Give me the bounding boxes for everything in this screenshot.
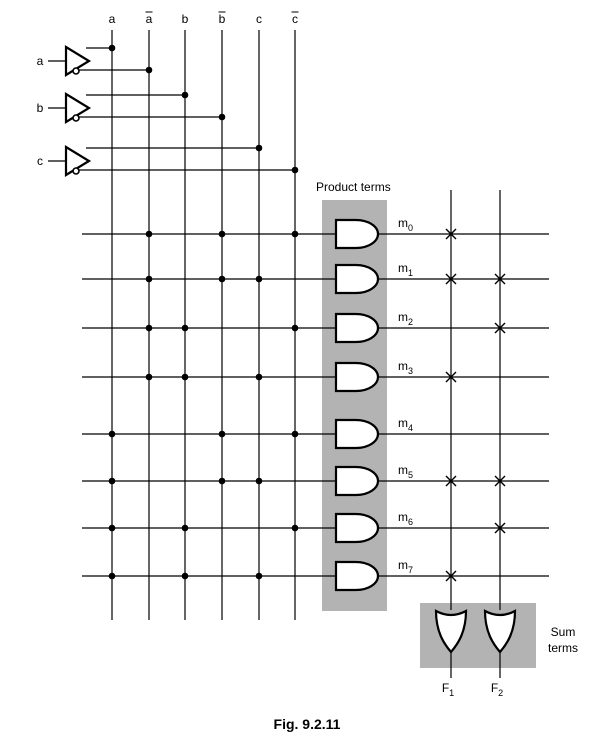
sum-terms-label-line2: terms [548,641,578,655]
and-connection-dot [218,275,226,283]
minterm-label-5: m5 [398,463,413,480]
or-gate-2 [483,609,517,654]
or-connection-cross-f2 [494,273,506,285]
and-connection-dot [291,524,299,532]
column-label-5: c [292,12,298,26]
and-connection-dot [145,275,153,283]
column-label-3: b [219,12,226,26]
sum-terms-label-line1: Sum [551,625,576,639]
or-gate-1 [434,609,468,654]
minterm-label-0: m0 [398,216,413,233]
or-connection-cross-f2 [494,475,506,487]
minterm-label-4: m4 [398,416,413,433]
and-gate-0 [334,218,380,250]
input-label-b: b [37,101,44,115]
and-connection-dot [108,524,116,532]
figure-caption: Fig. 9.2.11 [274,716,341,732]
and-connection-dot [255,275,263,283]
and-connection-dot [218,230,226,238]
and-connection-dot [181,524,189,532]
and-gate-4 [334,418,380,450]
inverter-bubble-c [72,167,80,175]
and-connection-dot [108,430,116,438]
and-connection-dot [291,324,299,332]
and-gate-6 [334,512,380,544]
and-connection-dot [255,477,263,485]
column-label-1: a [146,12,153,26]
inverter-bubble-a [72,67,80,75]
inverter-bubble-b [72,114,80,122]
or-connection-cross-f2 [494,522,506,534]
and-connection-dot [255,373,263,381]
input-label-a: a [37,54,44,68]
and-connection-dot [218,477,226,485]
and-gate-3 [334,361,380,393]
and-connection-dot [218,430,226,438]
and-connection-dot [291,430,299,438]
and-connection-dot [181,324,189,332]
column-label-2: b [182,12,189,26]
and-connection-dot [181,572,189,580]
and-gate-5 [334,465,380,497]
and-connection-dot [145,373,153,381]
input-label-c: c [37,154,43,168]
minterm-label-2: m2 [398,310,413,327]
minterm-label-1: m1 [398,261,413,278]
and-gate-1 [334,263,380,295]
product-terms-shade [322,200,387,611]
product-terms-label: Product terms [316,180,391,194]
and-connection-dot [291,230,299,238]
or-connection-cross-f1 [445,570,457,582]
output-label-2: F2 [491,681,503,698]
minterm-label-3: m3 [398,359,413,376]
minterm-label-7: m7 [398,558,413,575]
and-connection-dot [145,324,153,332]
or-connection-cross-f2 [494,322,506,334]
and-gate-7 [334,560,380,592]
output-label-1: F1 [442,681,454,698]
and-connection-dot [181,373,189,381]
column-label-4: c [256,12,262,26]
or-gates: F1 F2 [434,609,517,698]
or-connection-cross-f1 [445,228,457,240]
and-connection-dot [108,477,116,485]
column-label-0: a [109,12,116,26]
and-gate-2 [334,312,380,344]
or-connection-cross-f1 [445,273,457,285]
wiring [82,30,549,678]
or-connection-cross-f1 [445,371,457,383]
or-connection-cross-f1 [445,475,457,487]
and-connection-dot [108,572,116,580]
connection-marks [108,228,506,582]
and-connection-dot [255,572,263,580]
and-connection-dot [145,230,153,238]
minterm-label-6: m6 [398,510,413,527]
